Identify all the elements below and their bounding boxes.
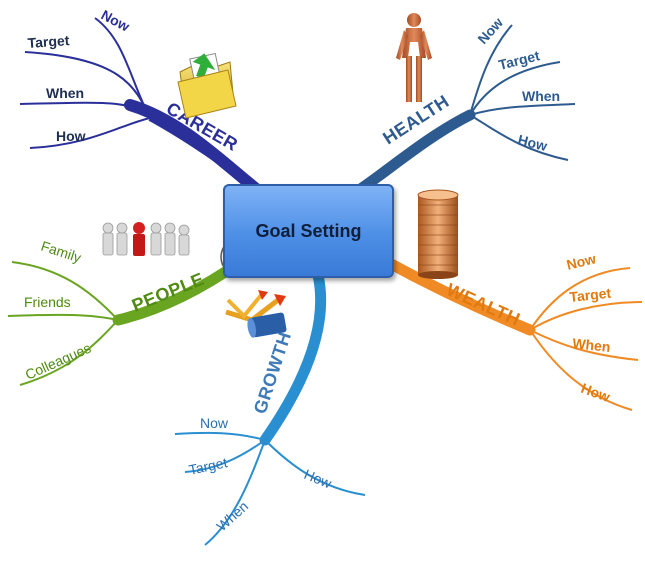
health-leaf-line-how — [469, 114, 569, 161]
career-leaf-line-how — [29, 117, 151, 149]
people-branch: PEOPLE Family Friends Colleagues — [7, 238, 246, 386]
career-leaf-line-target — [24, 51, 151, 119]
career-leaf-target: Target — [27, 32, 70, 51]
career-leaf-when: When — [46, 85, 84, 101]
people-leaf-line-colleagues — [19, 319, 119, 386]
growth-leaf-line-how — [264, 439, 366, 496]
wealth-leaf-now: Now — [565, 250, 598, 273]
wealth-main-branch — [374, 252, 536, 336]
folder-icon — [177, 52, 237, 119]
people-leaf-friends: Friends — [24, 294, 71, 310]
career-leaf-now: Now — [99, 7, 133, 35]
growth-leaf-how: How — [302, 466, 335, 492]
wealth-leaf-target: Target — [569, 285, 613, 305]
health-main-branch — [356, 109, 476, 194]
growth-leaf-when: When — [213, 498, 251, 534]
people-leaf-family: Family — [39, 238, 83, 266]
health-leaf-target: Target — [497, 47, 542, 73]
health-leaf-when: When — [522, 88, 560, 104]
center-title: Goal Setting — [255, 220, 362, 241]
career-leaf-how: How — [56, 128, 86, 144]
growth-leaf-line-target — [184, 439, 266, 473]
wealth-leaf-when: When — [572, 335, 612, 355]
growth-arrows-icon — [225, 290, 287, 338]
health-leaf-line-now — [469, 24, 513, 116]
people-leaf-colleagues: Colleagues — [23, 340, 94, 383]
wealth-leaf-line-target — [529, 301, 643, 331]
growth-leaf-target: Target — [187, 454, 228, 478]
people-leaf-line-family — [11, 261, 119, 321]
growth-leaf-now: Now — [200, 415, 229, 431]
career-leaf-line-when — [19, 101, 151, 119]
center-topic[interactable]: Goal Setting — [223, 184, 394, 278]
wealth-leaf-line-now — [529, 267, 631, 331]
health-leaf-line-target — [469, 61, 561, 116]
wealth-leaf-line-how — [529, 329, 633, 411]
health-leaf-line-when — [469, 103, 576, 116]
people-leaf-line-friends — [7, 313, 119, 321]
growth-leaf-line-when — [204, 439, 266, 546]
growth-main-branch — [259, 269, 327, 446]
growth-leaf-line-now — [174, 431, 266, 441]
health-branch: HEALTH Now Target When How — [356, 14, 576, 194]
human-figure-icon — [396, 13, 432, 102]
wealth-leaf-how: How — [579, 380, 612, 405]
wealth-label: WEALTH — [443, 279, 523, 329]
coin-stack-icon — [417, 189, 459, 279]
people-group-icon — [102, 222, 190, 256]
health-leaf-now: Now — [474, 14, 506, 47]
health-leaf-how: How — [516, 131, 549, 154]
wealth-leaf-line-when — [529, 329, 639, 361]
